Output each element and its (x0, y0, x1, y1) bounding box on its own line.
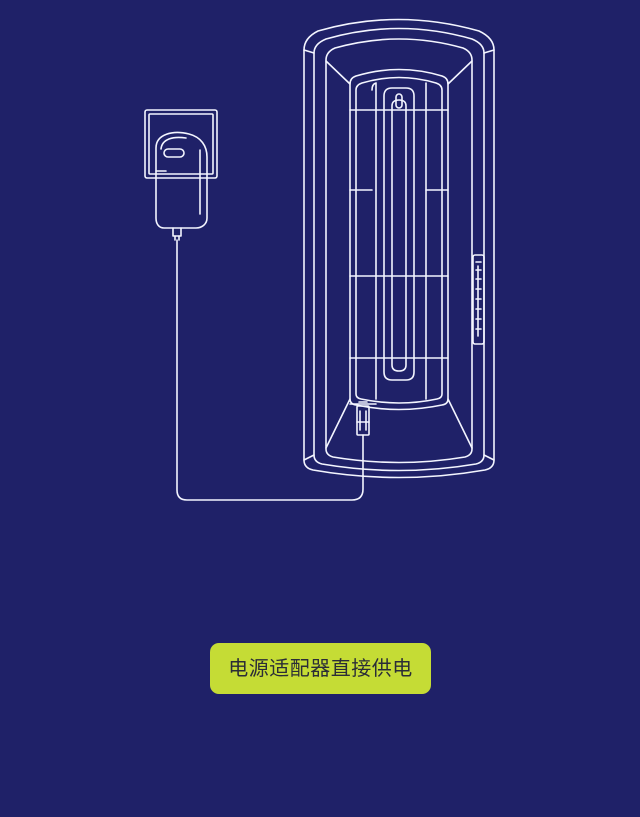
power-supply-diagram (144, 18, 495, 501)
vertical-device-outline-icon (303, 18, 495, 479)
device-plug-icon (349, 401, 377, 436)
power-supply-caption: 电源适配器直接供电 (210, 643, 431, 694)
power-adapter-icon (155, 131, 208, 241)
power-cable-icon (176, 239, 364, 501)
wall-socket-icon (144, 109, 218, 179)
